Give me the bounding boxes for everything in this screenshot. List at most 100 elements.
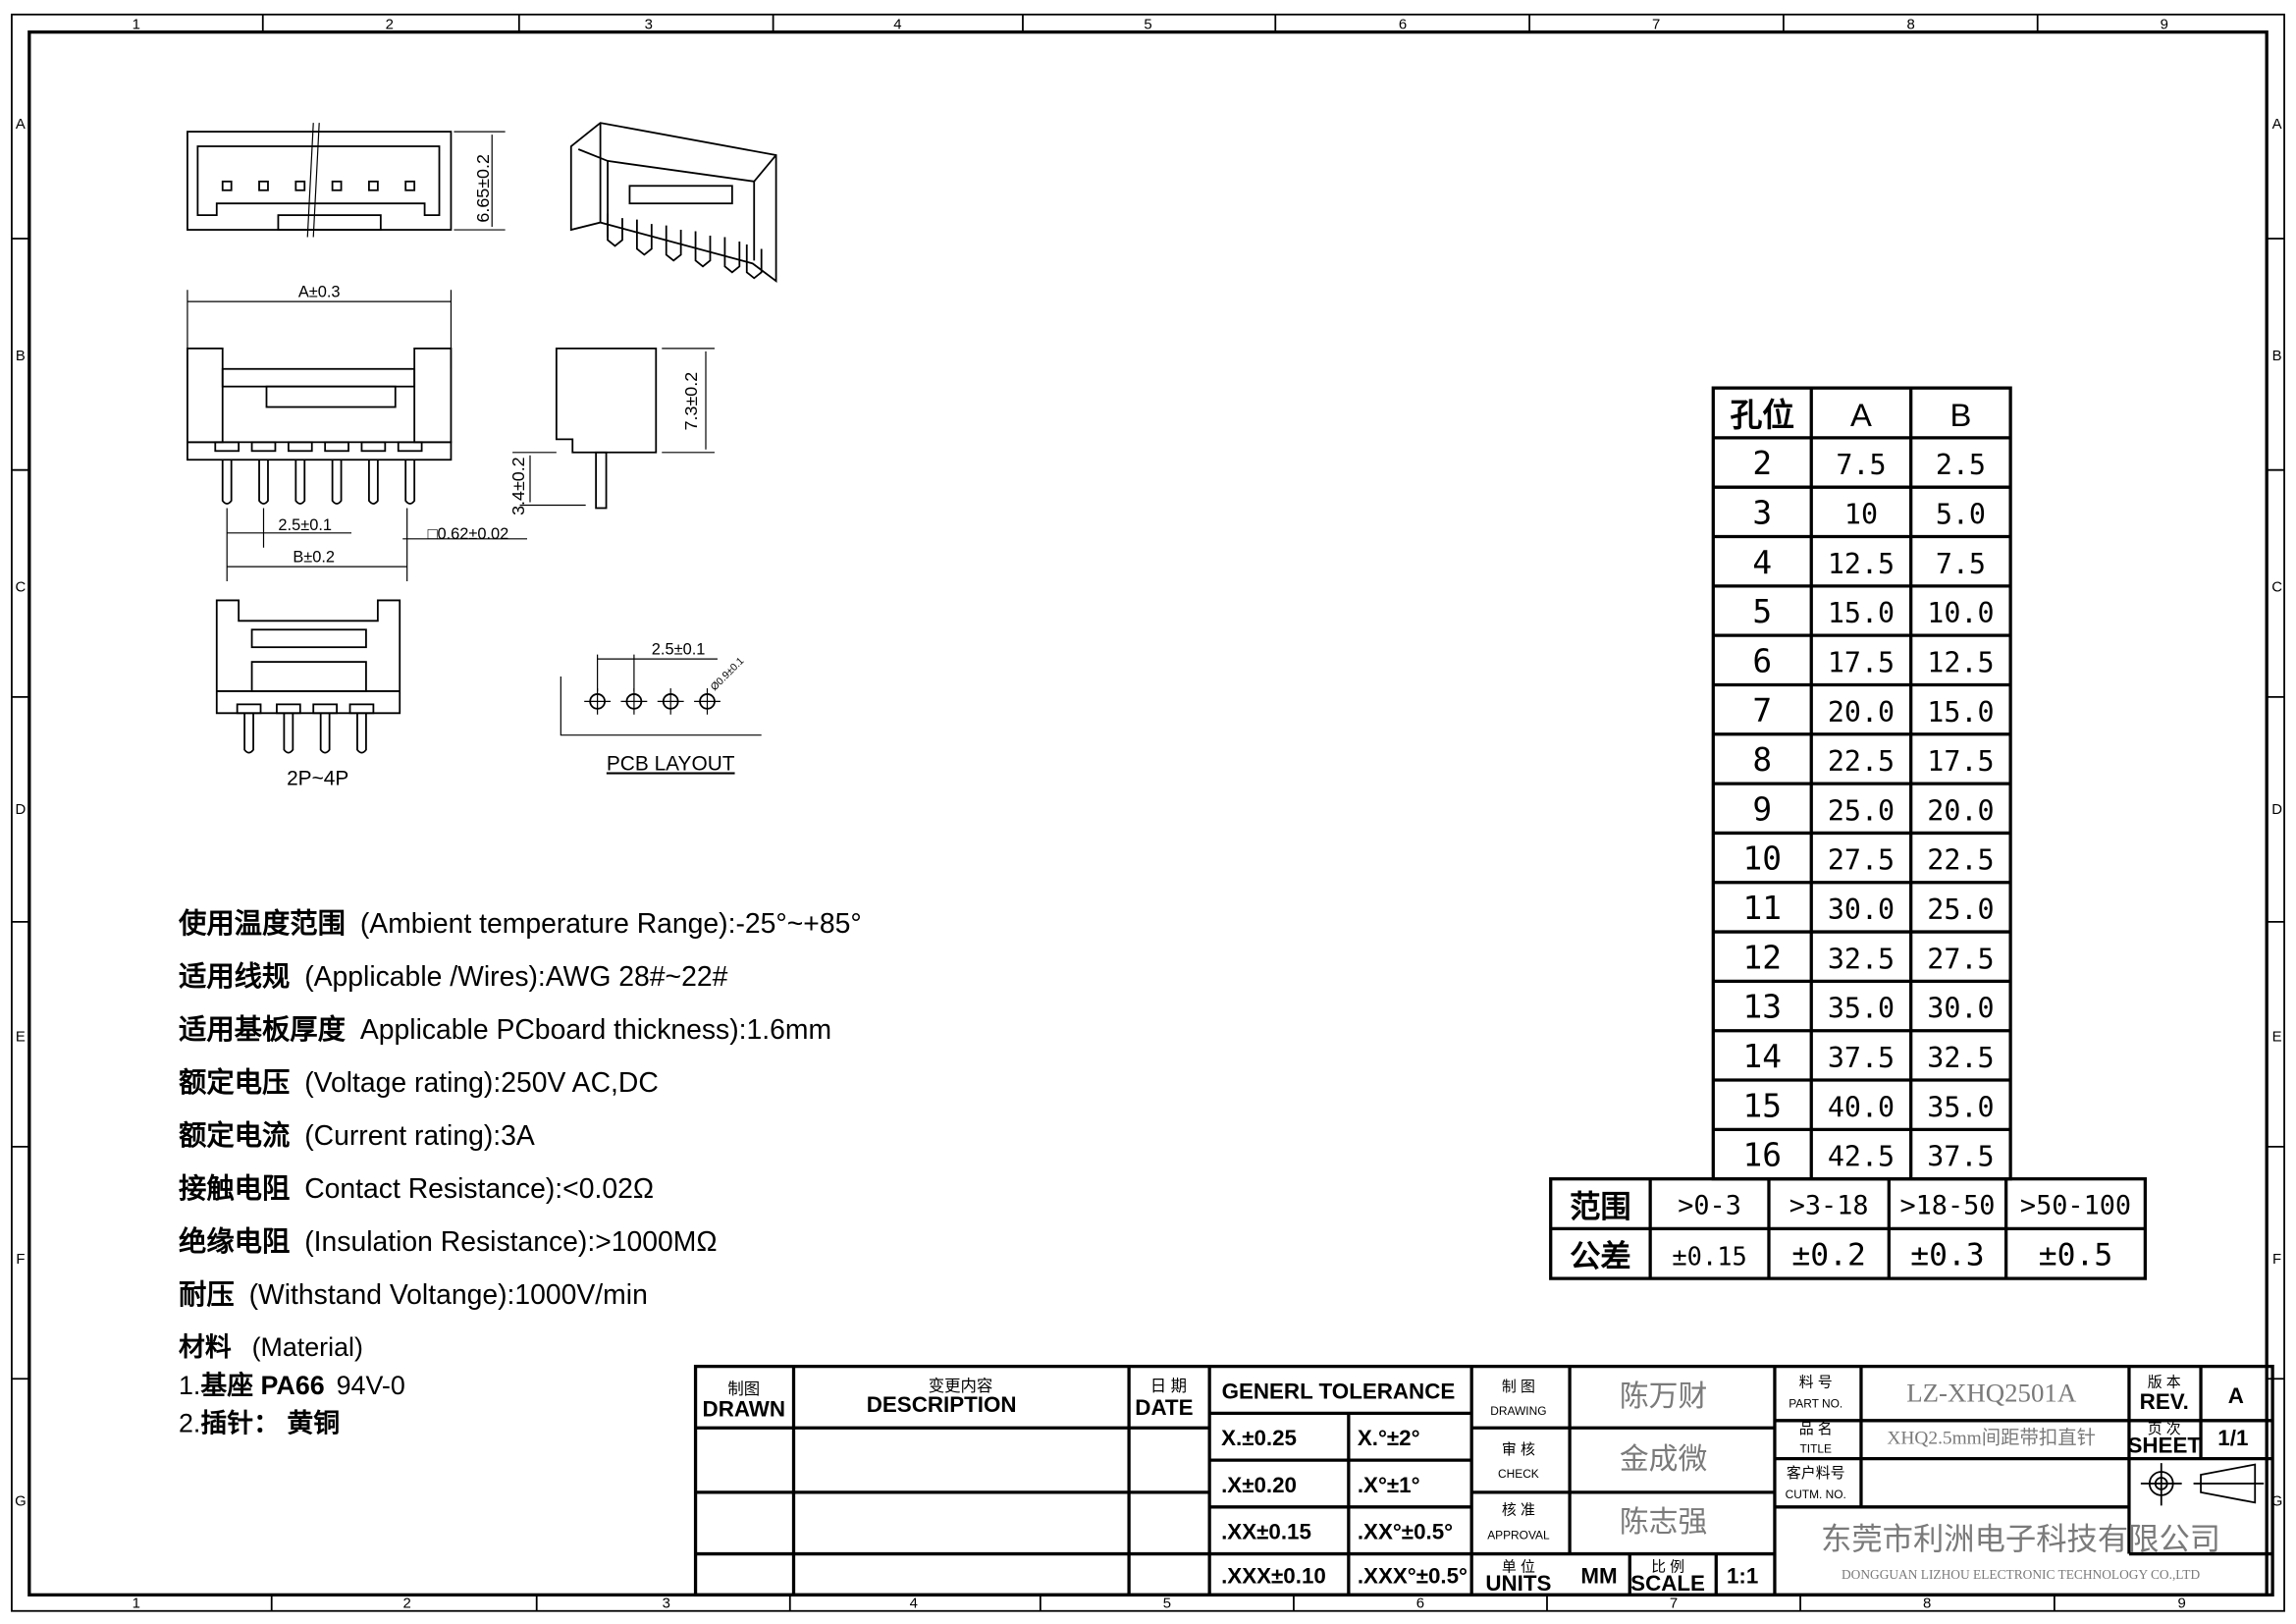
zone-letter-right: G [2271,1493,2283,1509]
zone-letter-left: G [15,1493,27,1509]
drawing-name: 陈万财 [1620,1380,1707,1413]
table-cell: 37.5 [1927,1141,1994,1173]
linear-tolerance: .XX±0.15 [1221,1520,1311,1544]
pin-shoulder [312,703,338,715]
table-cell: 15.0 [1828,597,1895,629]
table-cell: 27.5 [1927,943,1994,975]
spec-line: 适用线规(Applicable /Wires):AWG 28#~22# [179,961,728,993]
spec-value: (Ambient temperature Range):-25°~+85° [360,908,862,940]
scale-value: 1:1 [1727,1563,1758,1588]
spec-value: Applicable PCboard thickness):1.6mm [360,1014,831,1046]
table-cell: 20.0 [1828,696,1895,729]
dim-pitch: 2.5±0.1 [278,516,332,534]
zone-letter-right: C [2271,579,2282,595]
table-cell: 30.0 [1828,893,1895,926]
hole-centerline [584,687,612,715]
zone-divider [261,14,273,1611]
tolerance-value: ±0.3 [1910,1238,1984,1273]
spec-value: Contact Resistance):<0.02Ω [304,1173,654,1205]
table-cell: 25.0 [1927,893,1994,926]
front-view: A±0.3 2.5±0.1 B±0.2 □0.62±0.02 [187,284,528,582]
table-cell: 3 [1752,494,1772,531]
linear-tolerance: .X±0.20 [1221,1473,1297,1497]
drawn-en: DRAWN [703,1396,785,1421]
table-cell: 9 [1752,790,1772,828]
check-en: CHECK [1498,1467,1539,1481]
zone-letter-right: B [2272,349,2282,364]
scale-en: SCALE [1630,1571,1705,1596]
spec-label-cn: 额定电流 [179,1119,290,1152]
zone-letter-left: B [16,349,26,364]
table-cell: 15.0 [1927,696,1994,729]
tolerance-value: ±0.5 [2039,1238,2112,1273]
zone-letter-left: F [16,1252,25,1268]
range-value: >3-18 [1789,1190,1869,1220]
angular-tolerance: .XXX°±0.5° [1358,1563,1468,1588]
pin [243,713,254,754]
dim-height-side: 7.3±0.2 [681,372,701,431]
zone-divider [1274,14,1295,1611]
spec-value: (Insulation Resistance):>1000MΩ [304,1226,717,1258]
material-2-prefix: 2. [179,1409,200,1438]
pin-hole [368,180,379,191]
zone-number-top: 1 [133,18,140,33]
material-title-cn: 材料 [179,1332,232,1362]
table-cell: 15 [1743,1087,1783,1124]
zone-number-top: 6 [1399,18,1407,33]
spec-value: (Voltage rating):250V AC,DC [304,1067,659,1099]
table-cell: 40.0 [1828,1091,1895,1123]
svg-text:材料(Material): 材料(Material) [179,1332,363,1362]
spec-line: 额定电流(Current rating):3A [179,1119,535,1152]
range-value: >50-100 [2020,1190,2131,1220]
title-block: 制图 DRAWN 变更内容 DESCRIPTION 日 期 DATE GENER… [693,1364,2274,1597]
material-1-cn: 基座 PA66 [200,1370,324,1400]
check-name: 金成微 [1620,1443,1707,1476]
table-cell: 5.0 [1936,498,1986,530]
tolerance-value: ±0.15 [1672,1242,1746,1272]
desc-en: DESCRIPTION [867,1392,1017,1417]
material-1-en: 94V-0 [337,1371,405,1400]
company-name-en: DONGGUAN LIZHOU ELECTRONIC TECHNOLOGY CO… [1842,1567,2200,1582]
table-cell: 22.5 [1927,844,1994,877]
scale-cn: 比 例 [1651,1558,1684,1575]
spec-line: 耐压(Withstand Voltange):1000V/min [179,1279,648,1311]
zone-divider [1783,14,1801,1611]
customer-no-cn: 客户料号 [1787,1465,1845,1482]
isometric-view [569,122,777,284]
product-title: XHQ2.5mm间距带扣直针 [1887,1428,2096,1449]
table-cell: 6 [1752,642,1772,679]
small-view-label: 2P~4P [287,767,348,789]
part-number: LZ-XHQ2501A [1906,1378,2077,1407]
pin [283,713,294,754]
table-cell: 14 [1743,1038,1783,1075]
dim-a: A±0.3 [298,284,341,301]
spec-line: 使用温度范围(Ambient temperature Range):-25°~+… [178,908,862,940]
pin-shoulder [276,703,301,715]
zone-number-bottom: 7 [1670,1597,1678,1612]
table-cell: 13 [1743,989,1783,1026]
part-en: PART NO. [1789,1396,1842,1410]
desc-cn: 变更内容 [929,1378,993,1395]
table-cell: 17.5 [1828,646,1895,678]
pin-shoulder [287,441,313,453]
tolerance-label: 公差 [1570,1239,1631,1273]
hole-centerline [694,687,721,715]
table-cell: 7.5 [1836,449,1886,481]
table-cell: 2 [1752,445,1772,482]
units-en: UNITS [1485,1571,1551,1596]
zone-number-bottom: 9 [2177,1597,2185,1612]
drawing-en: DRAWING [1490,1404,1546,1418]
pin [221,460,233,505]
table-cell: 11 [1743,890,1783,927]
pin-shoulder [250,441,277,453]
approval-name: 陈志强 [1620,1506,1707,1539]
zone-number-bottom: 5 [1163,1597,1171,1612]
pin [368,460,379,505]
zone-number-bottom: 4 [910,1597,918,1612]
pcb-layout-label: PCB LAYOUT [607,752,735,775]
